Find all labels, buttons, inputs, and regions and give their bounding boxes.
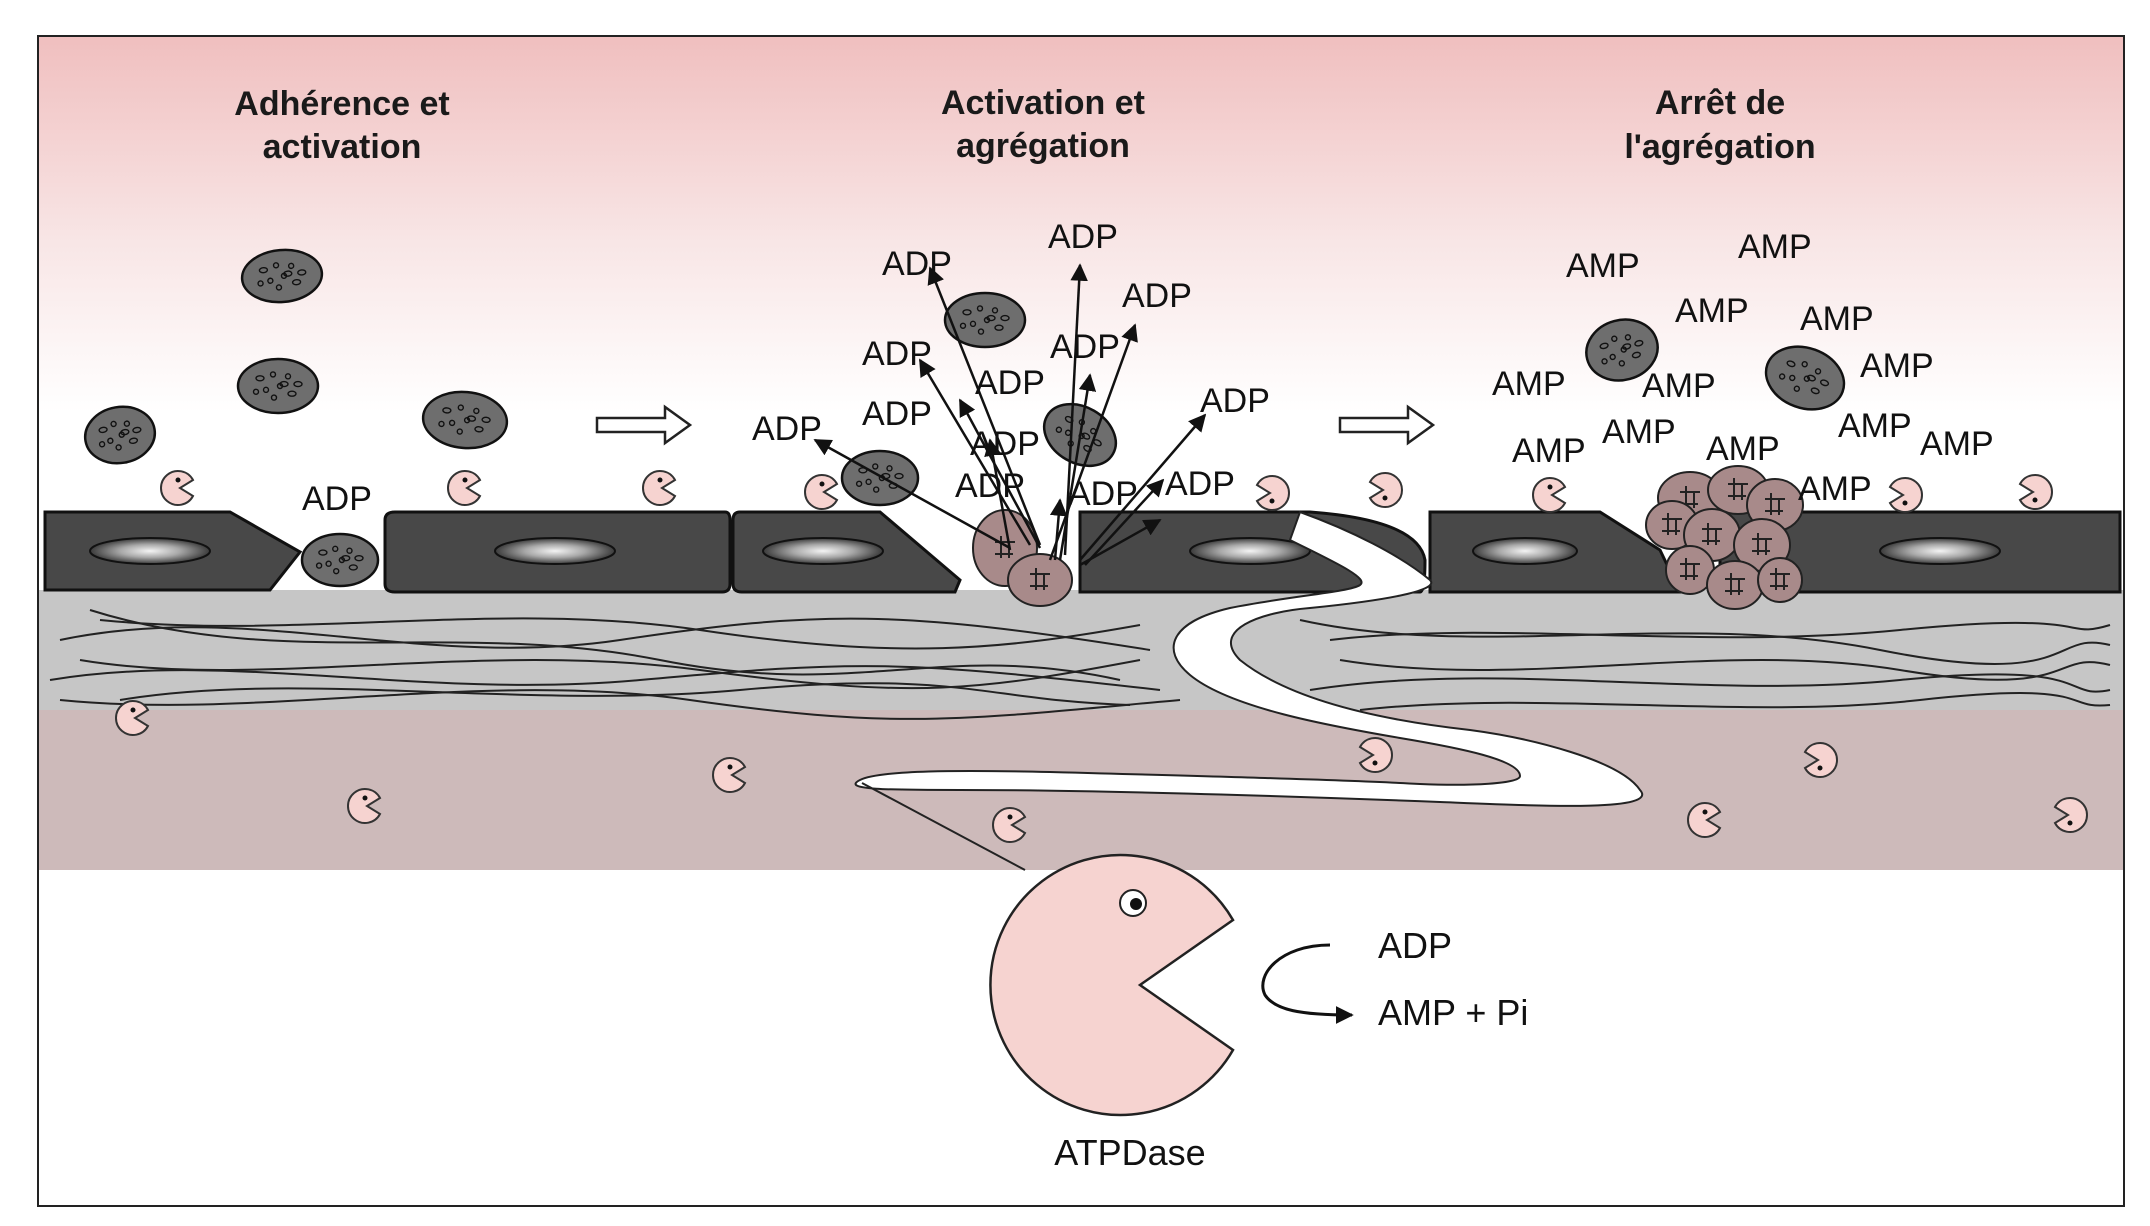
amp-label: AMP	[1920, 425, 1994, 463]
aggregated-platelet	[1007, 553, 1073, 607]
ecto-atpdase-icon	[804, 474, 839, 510]
amp-label: AMP	[1798, 470, 1872, 508]
ecto-atpdase-icon	[1255, 475, 1290, 511]
amp-label: AMP	[1800, 300, 1874, 338]
stage-title-3-line1: Arrêt de	[1655, 84, 1785, 122]
ecto-atpdases	[115, 470, 2088, 843]
reaction-substrate: ADP	[1378, 925, 1452, 966]
amp-label: AMP	[1738, 228, 1812, 266]
endothelial-nucleus	[1472, 537, 1578, 565]
reaction-curved-arrow	[1261, 943, 1354, 1024]
amp-label: AMP	[1838, 407, 1912, 445]
amp-label: AMP	[1602, 413, 1676, 451]
amp-label: AMP	[1860, 347, 1934, 385]
conduit-link	[861, 782, 1026, 871]
ecto-atpdase-icon	[2053, 797, 2088, 833]
stage-title-3-line2: l'agrégation	[1624, 128, 1815, 166]
amp-label: AMP	[1492, 365, 1566, 403]
subendothelium-layer	[39, 590, 2123, 710]
amp-label: AMP	[1706, 430, 1780, 468]
amp-label: AMP	[1512, 432, 1586, 470]
platelet	[240, 248, 324, 304]
ecto-atpdase-icon	[160, 470, 195, 506]
stage-title-2-line2: agrégation	[956, 127, 1130, 165]
reaction-product: AMP + Pi	[1378, 992, 1528, 1033]
ecto-atpdase-icon	[1368, 472, 1403, 508]
stage-arrow-1	[595, 404, 693, 446]
endothelial-nucleus	[762, 537, 884, 565]
adp-label: ADP	[752, 410, 822, 448]
ecto-atpdase-icon	[2018, 474, 2053, 510]
adp-label: ADP	[1122, 277, 1192, 315]
platelet	[943, 291, 1027, 349]
aggregated-platelet	[1706, 560, 1764, 610]
adp-label: ADP	[862, 335, 932, 373]
ecto-atpdase-icon	[1888, 477, 1923, 513]
stage-title-1-line2: activation	[263, 128, 422, 166]
ecto-atpdase-icon	[1532, 477, 1567, 513]
endothelial-nucleus	[494, 537, 616, 565]
atpdase-body	[989, 853, 1235, 1117]
ecto-atpdase-icon	[1358, 737, 1393, 773]
ecto-atpdase-icon	[1803, 742, 1838, 778]
platelet	[1764, 345, 1846, 411]
adp-label: ADP	[975, 364, 1045, 402]
adp-label: ADP	[1165, 465, 1235, 503]
platelet	[840, 449, 920, 507]
adp-label: ADP	[862, 395, 932, 433]
nuclei	[89, 537, 2001, 565]
adp-label: ADP	[882, 245, 952, 283]
ecto-atpdase-icon	[712, 757, 747, 793]
amp-label: AMP	[1642, 367, 1716, 405]
adp-label: ADP	[1050, 328, 1120, 366]
adp-labels: ADP ADP ADP ADP ADP ADP ADP ADP ADP ADP …	[302, 218, 1270, 518]
platelet	[83, 405, 157, 465]
adp-release-arrows	[813, 263, 1207, 567]
platelet	[421, 390, 509, 450]
aggregated-platelets	[972, 465, 1804, 610]
platelet	[1585, 318, 1659, 382]
amp-labels: AMP AMP AMP AMP AMP AMP AMP AMP AMP AMP …	[1492, 228, 1994, 508]
ecto-atpdase-icon	[447, 470, 482, 506]
platelet	[236, 357, 320, 415]
stage-arrow-2	[1338, 404, 1436, 446]
atpdase-label: ATPDase	[1054, 1132, 1205, 1173]
amp-label: AMP	[1675, 292, 1749, 330]
blood-lumen	[39, 37, 2123, 412]
amp-label: AMP	[1566, 247, 1640, 285]
endothelial-nucleus	[1879, 537, 2001, 565]
adp-label: ADP	[302, 480, 372, 518]
conduit	[854, 510, 1644, 807]
adp-label: ADP	[1068, 475, 1138, 513]
adp-label: ADP	[1200, 382, 1270, 420]
adp-label: ADP	[1048, 218, 1118, 256]
stage-arrows	[595, 404, 1436, 446]
endothelial-nucleus	[89, 537, 211, 565]
atpdase-enzyme	[989, 853, 1235, 1117]
ecto-atpdase-icon	[1687, 802, 1722, 838]
ecto-atpdase-icon	[347, 788, 382, 824]
collagen-fibres	[49, 609, 2111, 720]
ecto-atpdase-icon	[992, 807, 1027, 843]
adp-label: ADP	[955, 467, 1025, 505]
stage-titles: Adhérence et activation Activation et ag…	[234, 84, 1815, 166]
reaction: ADP AMP + Pi	[1261, 925, 1528, 1033]
stage-title-2-line1: Activation et	[941, 84, 1145, 122]
platelet	[300, 532, 380, 588]
ecto-atpdase-icon	[115, 700, 150, 736]
stage-title-1-line1: Adhérence et	[234, 85, 449, 123]
adp-label: ADP	[970, 425, 1040, 463]
aggregated-platelet	[1757, 557, 1803, 603]
ecto-atpdase-icon	[642, 470, 677, 506]
